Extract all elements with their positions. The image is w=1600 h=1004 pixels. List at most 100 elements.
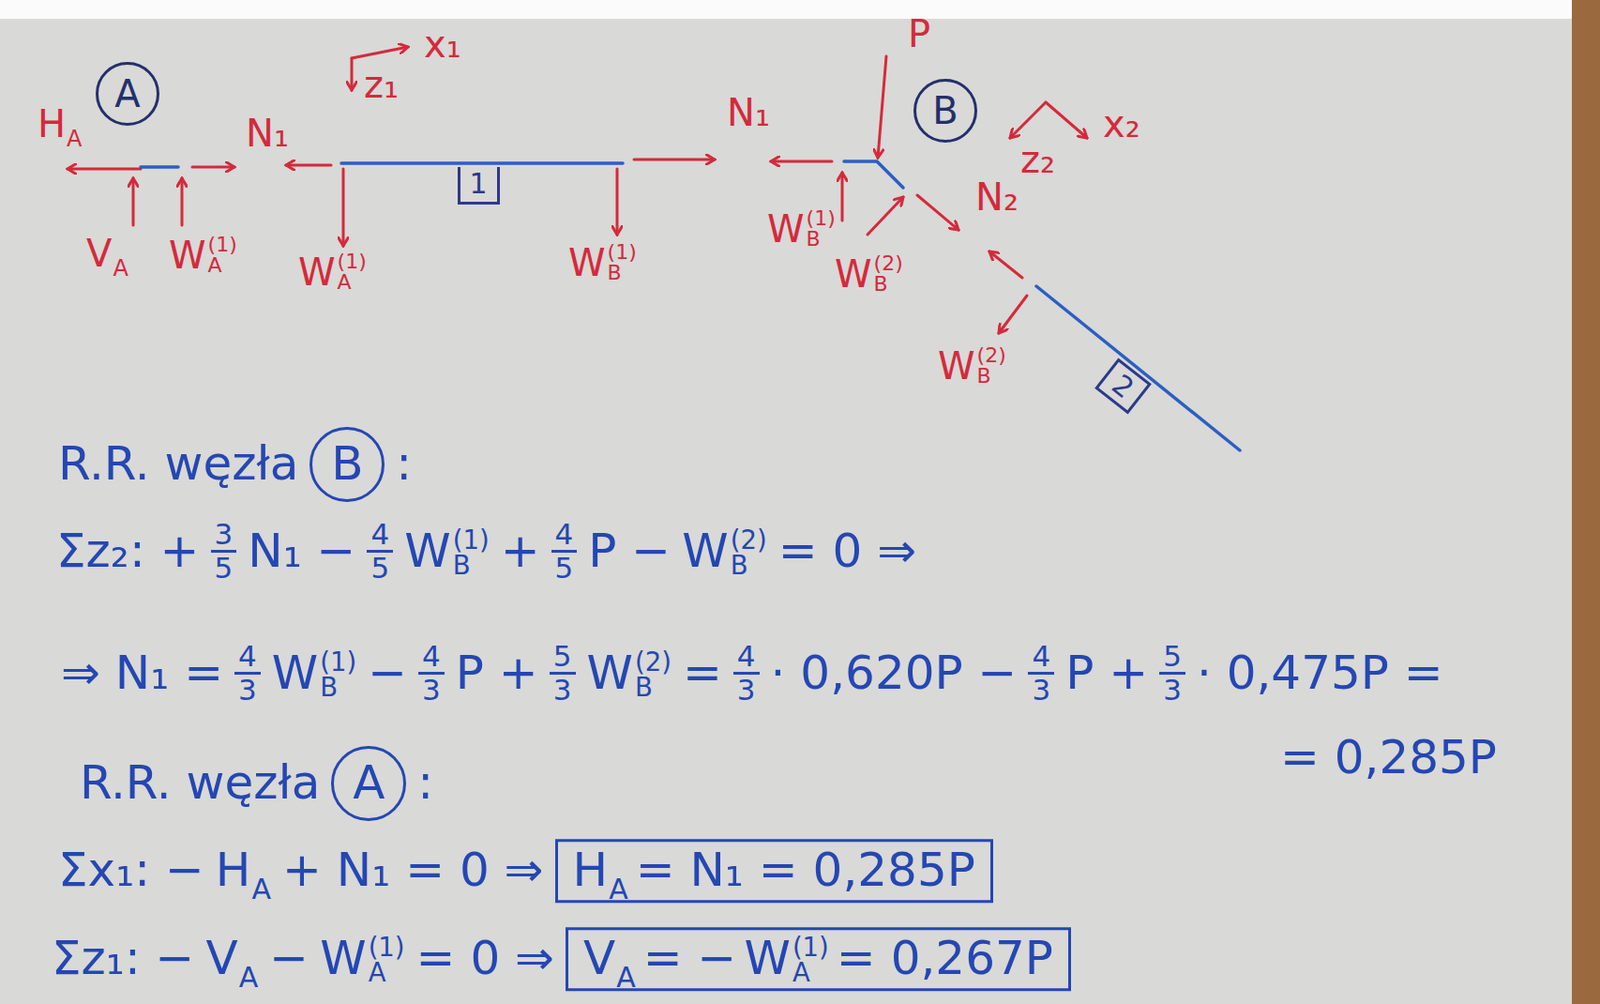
force-symbol: W(1)A — [743, 931, 829, 986]
fraction: 45 — [366, 518, 393, 585]
force-label: W(1)B — [767, 208, 836, 250]
symbol: H — [573, 843, 609, 898]
subscripted-symbol: HA — [573, 843, 629, 898]
symbol: W — [937, 345, 976, 387]
subscripted-symbol: HA — [37, 103, 83, 145]
axis-x2 — [1045, 102, 1087, 138]
force-label: VA — [86, 232, 129, 274]
symbol: W — [319, 931, 366, 986]
superscript: (1) — [319, 649, 357, 676]
subscripted-symbol: HA — [215, 843, 272, 898]
axis-z1 — [350, 58, 354, 91]
equation-line: R.R. węzłaB: — [58, 426, 412, 502]
force-symbol: W(2)B — [587, 646, 672, 701]
symbol: H — [215, 843, 252, 898]
math-text: = 0,267P — [836, 931, 1054, 986]
index-stack: (2)B — [977, 345, 1007, 387]
force-label: N₁ — [726, 91, 770, 134]
subscript: B — [874, 273, 904, 295]
math-text: · 0,620P − — [770, 646, 1018, 701]
symbol: W — [271, 646, 318, 701]
math-text: x₁ — [423, 22, 462, 66]
superscript: (2) — [730, 527, 768, 554]
numerator: 4 — [418, 640, 445, 675]
bar-2 — [1036, 286, 1240, 451]
symbol: W — [404, 524, 451, 579]
symbol: W — [743, 931, 790, 986]
math-text: Σz₁: − — [51, 931, 196, 986]
superscript: (1) — [337, 251, 367, 272]
math-text: N₁ — [245, 111, 289, 155]
numerator: 5 — [1159, 640, 1186, 675]
superscript: (1) — [368, 934, 406, 961]
math-text: − — [269, 931, 309, 986]
force-label: W(2)B — [937, 345, 1007, 387]
joint-a — [140, 165, 179, 169]
axis-z2 — [1010, 102, 1046, 138]
table-edge — [1571, 0, 1600, 1004]
superscript: (2) — [874, 253, 904, 274]
index-stack: (2)B — [874, 253, 904, 295]
symbol: V — [86, 232, 112, 274]
math-text: P + — [1065, 646, 1148, 701]
numerator: 5 — [549, 640, 576, 675]
superscript: (2) — [634, 649, 672, 676]
force-symbol: W(1)A — [319, 931, 405, 986]
denominator: 3 — [549, 675, 576, 707]
equation-line: = 0,285P — [1280, 730, 1497, 785]
math-text: N₁ — [726, 90, 770, 135]
math-text: = N₁ = 0,285P — [635, 843, 976, 898]
node-circle: B — [309, 426, 385, 502]
axis-x1 — [351, 46, 408, 59]
superscript: (2) — [977, 345, 1007, 366]
math-text: 2 — [1105, 366, 1141, 404]
denominator: 5 — [366, 553, 393, 585]
subscript: A — [368, 959, 406, 986]
joint-b — [844, 161, 904, 188]
index-stack: (1)A — [208, 234, 238, 276]
force-symbol: W(2)B — [937, 345, 1007, 387]
force-n1 — [633, 158, 715, 162]
math-text: P − — [588, 524, 671, 579]
result-box: VA= −W(1)A= 0,267P — [565, 926, 1072, 991]
symbol: V — [206, 931, 239, 986]
fraction: 43 — [1027, 640, 1055, 707]
symbol: W — [568, 241, 606, 284]
superscript: (1) — [452, 527, 490, 554]
symbol: W — [298, 251, 336, 293]
joint-circle: A — [95, 61, 160, 126]
force-symbol: W(1)B — [767, 208, 836, 250]
math-text: − — [367, 646, 408, 701]
subscript: A — [792, 959, 830, 986]
symbol: W — [168, 234, 207, 276]
subscript: B — [452, 552, 490, 579]
numerator: 4 — [551, 518, 578, 553]
math-text: A — [352, 755, 385, 811]
bar-number: 1 — [457, 166, 500, 205]
math-text: = − — [643, 931, 738, 986]
index-stack: (1)B — [452, 527, 490, 579]
subscript: A — [239, 961, 259, 995]
math-text: N₁ − — [247, 524, 356, 579]
math-text: Σz₂: + — [56, 524, 200, 579]
math-text: + N₁ = 0 ⇒ — [282, 843, 544, 898]
subscript: A — [616, 961, 636, 995]
math-text: A — [114, 72, 140, 116]
bar-number: 2 — [1094, 357, 1152, 414]
force-symbol: W(1)B — [404, 524, 489, 579]
force-label: z₁ — [363, 63, 399, 106]
force-wb — [616, 168, 619, 235]
paper-edge — [0, 0, 1600, 19]
symbol: W — [767, 208, 805, 250]
subscript: A — [608, 873, 629, 906]
numerator: 4 — [366, 518, 393, 553]
result-box: HA= N₁ = 0,285P — [555, 838, 994, 903]
numerator: 4 — [1027, 640, 1055, 675]
subscripted-symbol: VA — [583, 931, 636, 986]
index-stack: (1)B — [607, 241, 637, 284]
index-stack: (1)A — [337, 251, 367, 293]
subscript: A — [208, 255, 238, 276]
math-text: x₂ — [1102, 102, 1141, 146]
force-label: W(2)B — [834, 253, 904, 295]
subscript: A — [112, 256, 128, 281]
